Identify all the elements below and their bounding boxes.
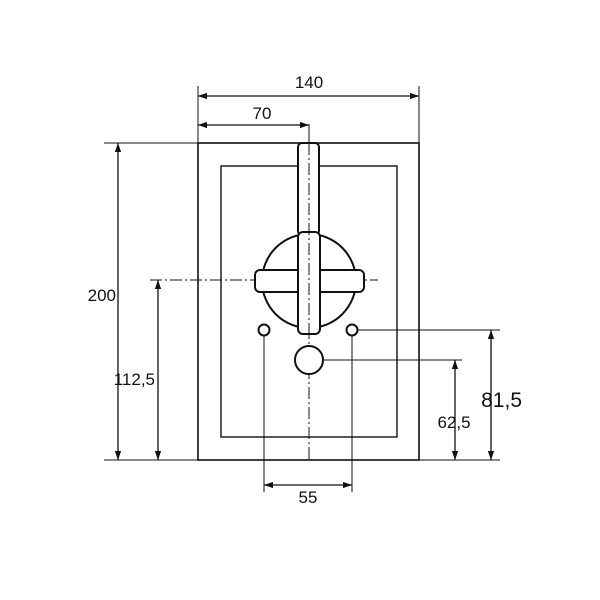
dimension-labels: 140 70 200 112,5 55 81,5 62,5 — [88, 73, 522, 507]
label-center-hole-height: 62,5 — [437, 413, 470, 432]
extension-lines — [104, 86, 500, 492]
label-small-hole-spacing: 55 — [299, 488, 318, 507]
cross-handle — [254, 142, 365, 335]
label-handle-axis-height: 112,5 — [114, 370, 155, 389]
label-overall-height: 200 — [88, 286, 116, 305]
label-half-width: 70 — [253, 104, 272, 123]
label-overall-width: 140 — [295, 73, 323, 92]
right-small-hole — [345, 323, 359, 337]
label-small-hole-height: 81,5 — [481, 389, 522, 412]
center-hole — [294, 345, 324, 375]
dimension-lines — [114, 92, 495, 489]
left-small-hole — [257, 323, 271, 337]
